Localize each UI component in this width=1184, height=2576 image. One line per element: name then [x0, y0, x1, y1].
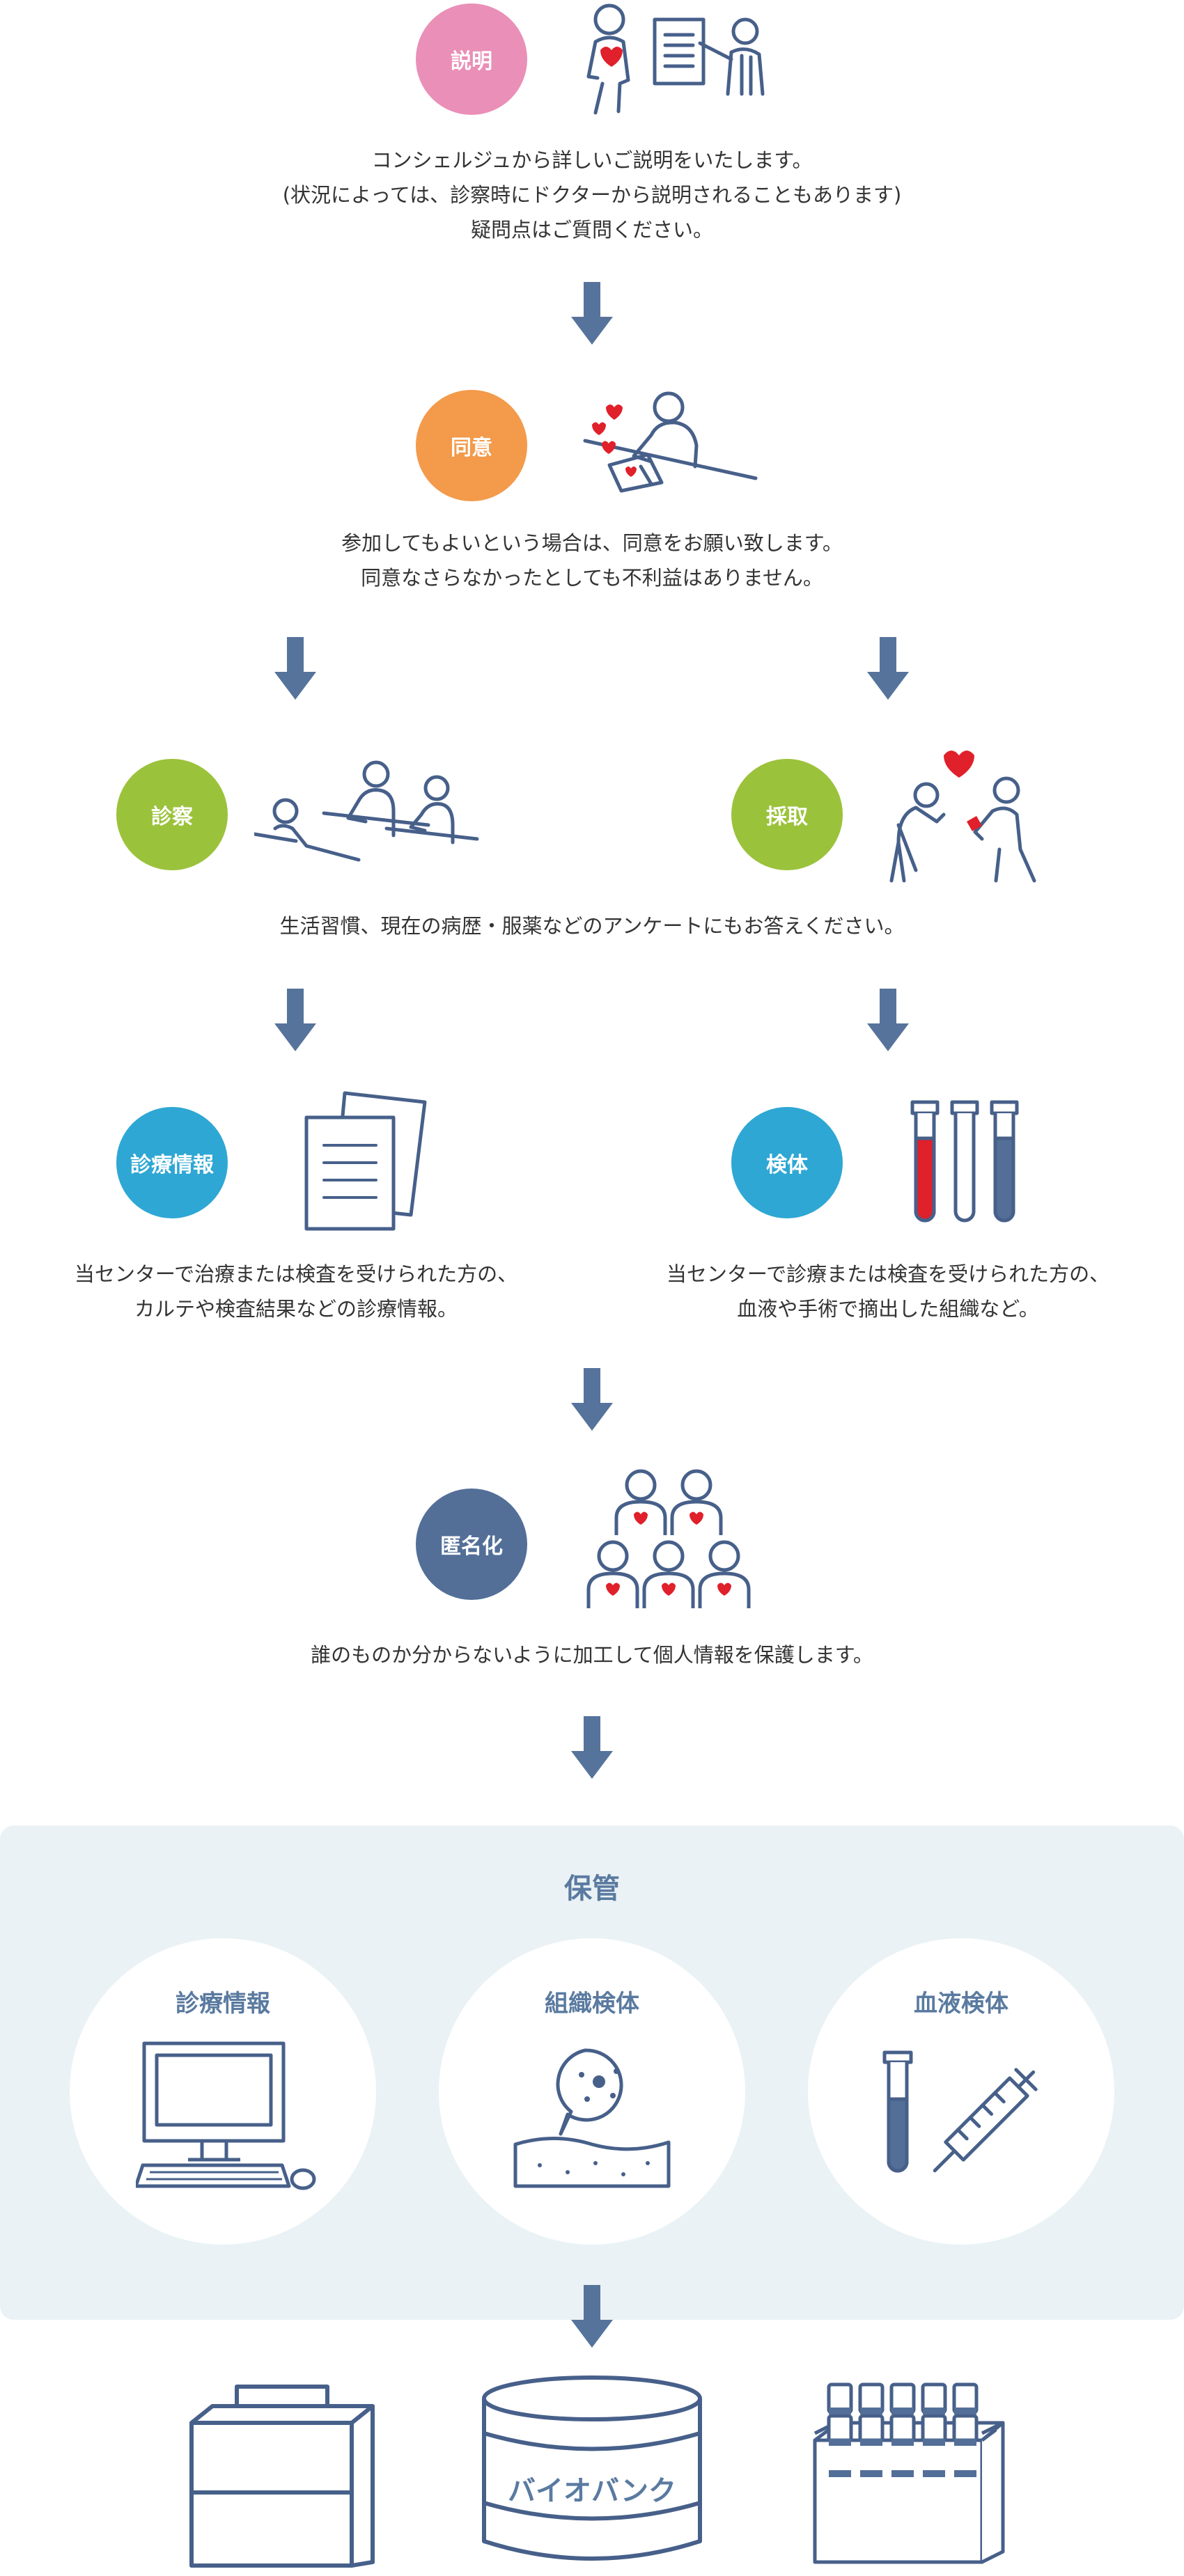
document-icon	[304, 1091, 427, 1231]
survey-text: 生活習慣、現在の病歴・服薬などのアンケートにもお答えください。	[279, 914, 905, 938]
storage-title: 保管	[564, 1873, 620, 1905]
arrow-down-icon	[571, 1716, 613, 1779]
people-group-illustration	[586, 1469, 751, 1608]
consent-illustration	[583, 391, 758, 493]
anonymize-text: 誰のものか分からないように加工して個人情報を保護します。	[311, 1643, 873, 1667]
test-tubes-icon	[910, 1100, 1019, 1223]
arrow-down-icon	[274, 637, 316, 700]
medical-info-circle: 診療情報	[116, 1107, 228, 1218]
consent-circle: 同意	[416, 390, 527, 501]
specimen-text: 当センターで診療または検査を受けられた方の、 血液や手術で摘出した組織など。	[666, 1262, 1110, 1321]
storage-tissue-label: 組織検体	[545, 1990, 639, 2018]
computer-icon	[136, 2041, 316, 2190]
tissue-sample-icon	[513, 2048, 671, 2188]
anonymize-circle: 匿名化	[416, 1489, 527, 1600]
syringe-icon	[882, 2050, 1038, 2173]
biobank-container-icon	[482, 2375, 702, 2561]
sample-rack-icon	[813, 2382, 1005, 2564]
arrow-down-icon	[867, 989, 909, 1051]
arrow-down-icon	[867, 637, 909, 700]
storage-blood-circle	[808, 1938, 1114, 2245]
exam-circle: 診察	[116, 759, 228, 870]
explanation-illustration	[586, 3, 765, 115]
arrow-down-icon	[274, 989, 316, 1051]
explanation-text: コンシェルジュから詳しいご説明をいたします。 (状況によっては、診察時にドクター…	[282, 148, 902, 242]
cabinet-icon	[189, 2385, 375, 2568]
collection-illustration	[889, 751, 1036, 883]
consent-text: 参加してもよいという場合は、同意をお願い致します。 同意なさらなかったとしても不…	[341, 531, 843, 590]
exam-illustration	[254, 760, 479, 862]
arrow-down-icon	[571, 1368, 613, 1431]
storage-medical-info-label: 診療情報	[176, 1990, 270, 2018]
arrow-down-icon	[571, 2285, 613, 2348]
collection-circle: 採取	[731, 759, 843, 870]
arrow-down-icon	[571, 282, 613, 345]
biobank-label: バイオバンク	[508, 2475, 676, 2507]
medical-info-text: 当センターで治療または検査を受けられた方の、 カルテや検査結果などの診療情報。	[74, 1262, 518, 1321]
specimen-circle: 検体	[731, 1107, 843, 1218]
storage-blood-label: 血液検体	[914, 1990, 1008, 2018]
explanation-circle: 説明	[416, 3, 527, 115]
